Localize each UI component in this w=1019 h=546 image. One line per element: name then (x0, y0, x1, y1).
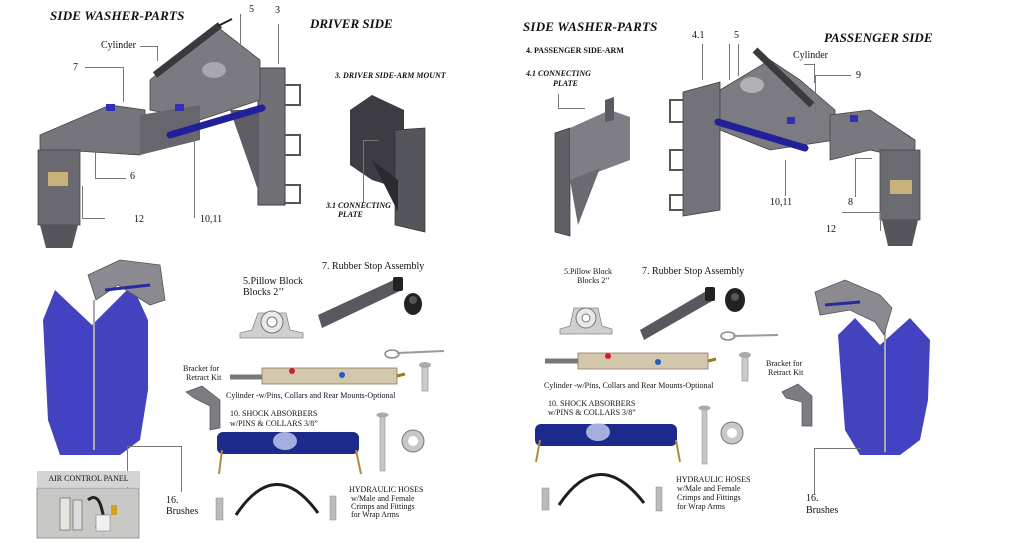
driver-shock-label-1: 10. SHOCK ABSORBERS (230, 409, 318, 418)
leader-line (127, 446, 182, 492)
leader-line (258, 24, 279, 64)
passenger-pillow-block-label-1: 5.Pillow Block (564, 267, 613, 276)
leader-line (702, 44, 730, 80)
driver-section-title: SIDE WASHER-PARTS (50, 8, 185, 23)
driver-rubber-stop-label: 7. Rubber Stop Assembly (322, 261, 425, 272)
callout-3: 3 (275, 5, 280, 16)
passenger-plate-label-1: 4.1 CONNECTING (526, 69, 591, 78)
leader-line (814, 448, 861, 495)
leader-line (82, 186, 105, 219)
driver-pillow-block-label-2: Blocks 2’’ (243, 287, 285, 298)
driver-side-label: DRIVER SIDE (310, 16, 393, 31)
driver-brushes-number: 16. (166, 495, 179, 506)
driver-hoses-label-4: for Wrap Arms (351, 510, 399, 519)
driver-shock-label-2: w/PINS & COLLARS 3/8” (230, 419, 318, 428)
callout-5: 5 (249, 4, 254, 15)
leader-line (815, 75, 851, 116)
leader-line (140, 46, 158, 61)
passenger-hoses-label-2: w/Male and Female (677, 484, 741, 493)
air-control-panel-header: AIR CONTROL PANEL (37, 471, 140, 487)
passenger-shock-label-2: w/PINS & COLLARS 3/8” (548, 408, 636, 417)
passenger-arm-title: 4. PASSENGER SIDE-ARM (526, 46, 624, 55)
driver-plate-label-1: 3.1 CONNECTING (326, 201, 391, 210)
passenger-bracket-label-1: Bracket for (766, 359, 803, 368)
callout-12: 12 (134, 214, 144, 225)
driver-brushes-label: Brushes (166, 506, 199, 517)
callout-cylinder: Cylinder (793, 50, 828, 61)
leader-line (363, 140, 379, 203)
callout-6: 6 (130, 171, 135, 182)
callout-5: 5 (734, 30, 739, 41)
leader-line (558, 94, 585, 109)
driver-arm-mount-title: 3. DRIVER SIDE-ARM MOUNT (335, 71, 446, 80)
leader-line (804, 64, 815, 83)
leader-line (194, 132, 213, 218)
leader-line (738, 44, 747, 76)
driver-hoses-label-3: Crimps and Fittings (351, 502, 415, 511)
passenger-rubber-stop-label: 7. Rubber Stop Assembly (642, 266, 745, 277)
passenger-section-title: SIDE WASHER-PARTS (523, 19, 658, 34)
leader-line (842, 212, 881, 231)
driver-hoses-label-2: w/Male and Female (351, 494, 415, 503)
leader-line (85, 67, 124, 102)
callout-7: 7 (73, 62, 78, 73)
passenger-plate-label-2: PLATE (553, 79, 578, 88)
passenger-hoses-label-1: HYDRAULIC HOSES (676, 475, 751, 484)
leader-line (240, 14, 241, 48)
driver-hoses-label-1: HYDRAULIC HOSES (349, 485, 424, 494)
passenger-shock-label-1: 10. SHOCK ABSORBERS (548, 399, 636, 408)
driver-plate-label-2: PLATE (338, 210, 363, 219)
callout-10-11: 10,11 (770, 197, 793, 208)
passenger-brushes-label: Brushes (806, 505, 839, 516)
passenger-brushes-number: 16. (806, 493, 819, 504)
passenger-bracket-label-2: Retract Kit (768, 368, 804, 377)
passenger-side-label: PASSENGER SIDE (824, 30, 933, 45)
passenger-hoses-label-3: Crimps and Fittings (677, 493, 741, 502)
driver-bracket-label-2: Retract Kit (186, 373, 222, 382)
leader-line (785, 160, 786, 196)
callout-12: 12 (826, 224, 836, 235)
callout-4-1: 4.1 (692, 30, 705, 41)
passenger-hoses-label-4: for Wrap Arms (677, 502, 725, 511)
leader-line (855, 158, 872, 197)
passenger-cylinder-optional-label: Cylinder -w/Pins, Collars and Rear Mount… (544, 381, 714, 390)
driver-cylinder-optional-label: Cylinder -w/Pins, Collars and Rear Mount… (226, 391, 396, 400)
callout-cylinder: Cylinder (101, 40, 136, 51)
callout-9: 9 (856, 70, 861, 81)
driver-bracket-label-1: Bracket for (183, 364, 220, 373)
leader-line (95, 150, 126, 179)
callout-10-11: 10,11 (200, 214, 223, 225)
passenger-pillow-block-label-2: Blocks 2’’ (577, 276, 610, 285)
driver-pillow-block-label-1: 5.Pillow Block (243, 276, 304, 287)
callout-8: 8 (848, 197, 853, 208)
